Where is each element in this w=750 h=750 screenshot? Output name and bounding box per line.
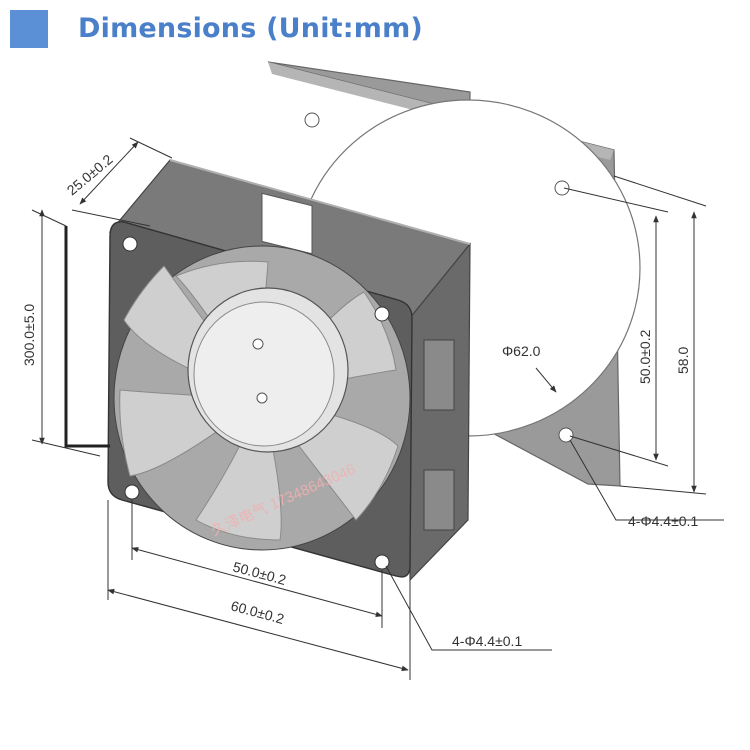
dim-hole-spec-gasket: 4-Φ4.4±0.1	[628, 513, 698, 529]
dim-hole-spec-bottom: 4-Φ4.4±0.1	[452, 633, 522, 649]
fan-cable	[64, 226, 110, 448]
dim-hole-spacing-side: 50.0±0.2	[637, 329, 653, 384]
fan-frame-side	[108, 159, 472, 582]
fan-hub	[187, 287, 349, 453]
fan-label-sticker	[261, 192, 313, 255]
gasket-hole-top-right	[554, 180, 570, 196]
dim-cable-length: 300.0±5.0	[21, 304, 37, 366]
gasket-hole-top-left	[304, 112, 320, 128]
fan-hole-top-right	[374, 306, 390, 322]
page-title: Dimensions (Unit:mm)	[78, 13, 423, 44]
fan-hole-bottom-left	[124, 484, 140, 500]
dim-hole-spacing-bottom: 50.0±0.2	[231, 558, 288, 588]
dim-frame-width: 60.0±0.2	[229, 597, 286, 627]
dimension-lines	[31, 137, 724, 680]
dim-gasket-opening: Φ62.0	[502, 343, 541, 359]
dim-gasket-height: 58.0	[675, 347, 691, 374]
fan-hole-top-left	[122, 236, 138, 252]
header-accent-square	[10, 10, 48, 48]
gasket-hole-bottom-right	[558, 427, 574, 443]
